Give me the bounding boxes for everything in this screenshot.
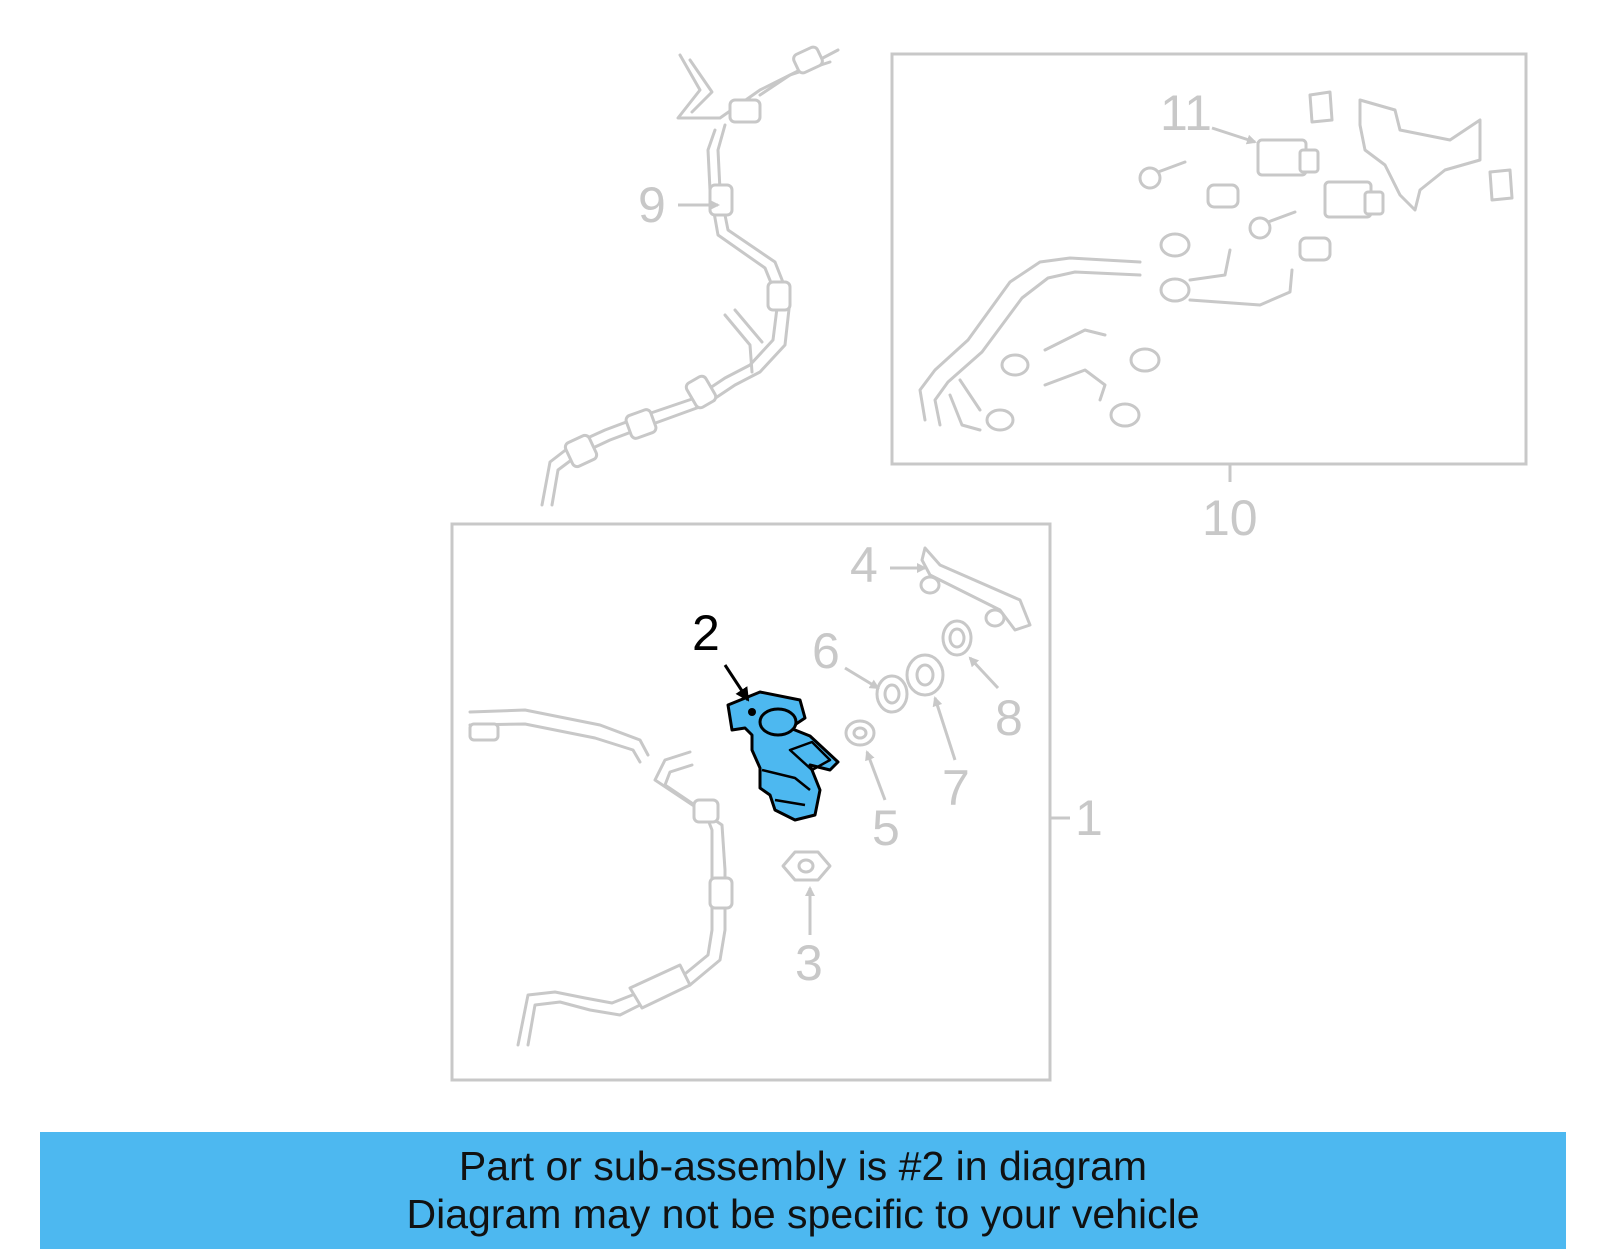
- hose-group-1: [468, 546, 1032, 1047]
- callout-arrow-11: [1211, 126, 1257, 145]
- info-banner: Part or sub-assembly is #2 in diagram Di…: [40, 1132, 1566, 1249]
- callout-arrow-6: [844, 666, 880, 690]
- callout-label-9: 9: [638, 177, 666, 233]
- highlighted-part-2[interactable]: [726, 690, 840, 822]
- callout-label-3: 3: [795, 935, 823, 991]
- banner-line-2: Diagram may not be specific to your vehi…: [406, 1191, 1200, 1237]
- hose-group-10: [918, 90, 1514, 432]
- callout-label-5: 5: [872, 800, 900, 856]
- hose-assembly-9: [540, 45, 840, 507]
- callout-arrow-2: [723, 664, 750, 702]
- callout-label-11: 11: [1160, 85, 1212, 141]
- box-item-10: [890, 52, 1528, 466]
- callout-label-2: 2: [692, 605, 720, 661]
- callout-label-10: 10: [1202, 490, 1258, 546]
- callout-label-1: 1: [1075, 790, 1103, 846]
- callout-label-6: 6: [812, 623, 840, 679]
- callout-label-7: 7: [942, 760, 970, 816]
- callout-label-4: 4: [850, 537, 878, 593]
- banner-line-1: Part or sub-assembly is #2 in diagram: [458, 1143, 1148, 1189]
- box-item-1: [450, 522, 1052, 1082]
- callout-label-8: 8: [995, 690, 1023, 746]
- callout-arrow-7: [932, 696, 957, 761]
- callout-arrow-8: [968, 656, 1000, 690]
- callout-arrow-5: [865, 750, 887, 801]
